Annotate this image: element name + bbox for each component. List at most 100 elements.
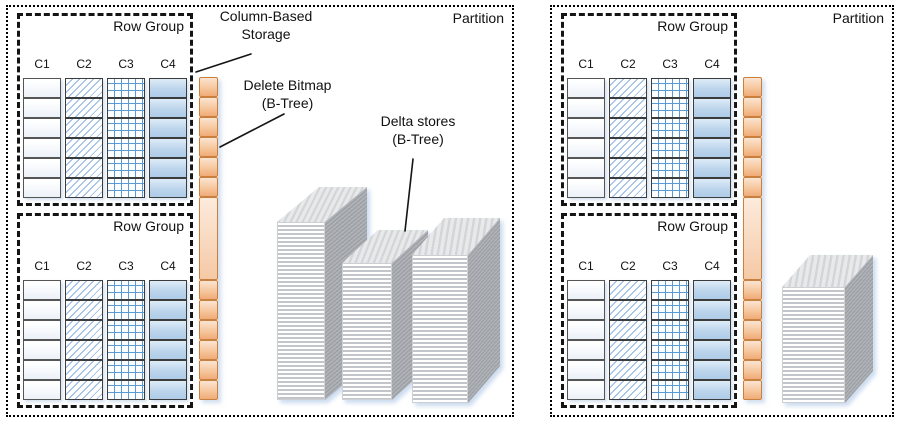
column-cells-c3 xyxy=(107,280,145,400)
stack-front-face xyxy=(412,255,468,403)
column-cells-c2 xyxy=(609,78,647,198)
column-c1: C1 xyxy=(23,56,61,198)
column-cells-c2 xyxy=(65,78,103,198)
column-c3: C3 xyxy=(651,56,689,198)
delete-bitmap-label: Delete Bitmap (B-Tree) xyxy=(230,76,345,112)
column-header-c3: C3 xyxy=(662,57,678,71)
column-cell-c1 xyxy=(23,360,61,380)
column-cell-c4 xyxy=(149,138,187,158)
column-cell-c1 xyxy=(23,280,61,300)
column-cell-c4 xyxy=(693,320,731,340)
column-cell-c1 xyxy=(567,78,605,98)
stack-front-face xyxy=(277,222,325,400)
delete-bitmap-cell xyxy=(743,77,762,97)
delete-bitmap-cell xyxy=(199,117,218,137)
column-cell-c3 xyxy=(107,300,145,320)
column-cell-c1 xyxy=(567,158,605,178)
column-header-c2: C2 xyxy=(620,259,636,273)
column-cell-c4 xyxy=(149,78,187,98)
column-c1: C1 xyxy=(23,258,61,400)
column-header-c4: C4 xyxy=(160,259,176,273)
column-cell-c4 xyxy=(693,98,731,118)
column-cell-c4 xyxy=(693,300,731,320)
column-cell-c4 xyxy=(693,78,731,98)
column-c1: C1 xyxy=(567,258,605,400)
column-header-c2: C2 xyxy=(76,259,92,273)
column-cell-c2 xyxy=(609,138,647,158)
column-cell-c1 xyxy=(23,118,61,138)
column-cell-c4 xyxy=(149,320,187,340)
column-cell-c4 xyxy=(149,300,187,320)
column-cell-c3 xyxy=(107,158,145,178)
column-cell-c3 xyxy=(107,98,145,118)
column-header-c1: C1 xyxy=(34,259,50,273)
column-cell-c3 xyxy=(107,178,145,198)
column-header-c1: C1 xyxy=(578,57,594,71)
column-cells-c1 xyxy=(567,78,605,198)
delete-bitmap-cell xyxy=(199,340,218,360)
column-cells-c4 xyxy=(149,280,187,400)
column-cell-c1 xyxy=(23,158,61,178)
column-header-c3: C3 xyxy=(118,57,134,71)
delete-bitmap-cell xyxy=(743,300,762,320)
stack-front-face xyxy=(342,263,392,400)
column-cell-c2 xyxy=(609,280,647,300)
column-cells-c4 xyxy=(693,280,731,400)
delete-bitmap-cell xyxy=(199,280,218,300)
column-based-storage-label: Column-Based Storage xyxy=(196,7,336,43)
column-cell-c1 xyxy=(567,280,605,300)
delete-bitmap-cell xyxy=(743,137,762,157)
column-header-c4: C4 xyxy=(704,259,720,273)
column-cell-c3 xyxy=(651,78,689,98)
column-cell-c3 xyxy=(651,320,689,340)
column-cell-c1 xyxy=(23,320,61,340)
stack-front-face xyxy=(782,287,845,403)
row-group-2-right: Row Group C1 C2 C3 C4 xyxy=(561,213,737,408)
delete-bitmap-cell xyxy=(199,137,218,157)
column-cell-c4 xyxy=(149,118,187,138)
column-cell-c1 xyxy=(567,138,605,158)
column-cell-c4 xyxy=(149,380,187,400)
column-cell-c1 xyxy=(567,118,605,138)
delete-bitmap-cell xyxy=(199,380,218,400)
row-group-label: Row Group xyxy=(657,18,728,34)
column-cell-c4 xyxy=(693,360,731,380)
column-header-c3: C3 xyxy=(662,259,678,273)
delete-bitmap-cell xyxy=(743,340,762,360)
column-cell-c4 xyxy=(149,340,187,360)
column-cell-c4 xyxy=(693,380,731,400)
column-cell-c2 xyxy=(609,320,647,340)
delete-bitmap-segment-top xyxy=(199,77,218,197)
column-c4: C4 xyxy=(693,56,731,198)
column-cell-c3 xyxy=(651,380,689,400)
column-header-c3: C3 xyxy=(118,259,134,273)
column-cell-c1 xyxy=(23,138,61,158)
column-cell-c4 xyxy=(693,280,731,300)
partition-right: Partition Row Group C1 C2 C3 C4 Row Grou… xyxy=(550,5,894,417)
row-group-label: Row Group xyxy=(113,18,184,34)
column-c2: C2 xyxy=(609,258,647,400)
column-cell-c1 xyxy=(567,178,605,198)
column-cell-c3 xyxy=(107,340,145,360)
column-cell-c2 xyxy=(65,178,103,198)
column-cell-c2 xyxy=(609,158,647,178)
column-c3: C3 xyxy=(107,258,145,400)
column-cells-c3 xyxy=(107,78,145,198)
delete-bitmap-segment-top xyxy=(743,77,762,197)
delete-bitmap-cell-tall xyxy=(743,197,762,280)
column-cell-c2 xyxy=(609,78,647,98)
column-cell-c1 xyxy=(567,340,605,360)
row-group-1-right: Row Group C1 C2 C3 C4 xyxy=(561,13,737,206)
column-cell-c2 xyxy=(65,98,103,118)
column-cell-c4 xyxy=(693,158,731,178)
column-cell-c2 xyxy=(609,118,647,138)
delete-bitmap-cell xyxy=(199,157,218,177)
column-cell-c3 xyxy=(107,78,145,98)
column-c4: C4 xyxy=(149,56,187,198)
column-header-c2: C2 xyxy=(76,57,92,71)
column-cell-c2 xyxy=(609,98,647,118)
delete-bitmap-segment-bottom xyxy=(743,280,762,400)
column-cell-c3 xyxy=(651,280,689,300)
column-c2: C2 xyxy=(65,56,103,198)
column-cells-c1 xyxy=(567,280,605,400)
